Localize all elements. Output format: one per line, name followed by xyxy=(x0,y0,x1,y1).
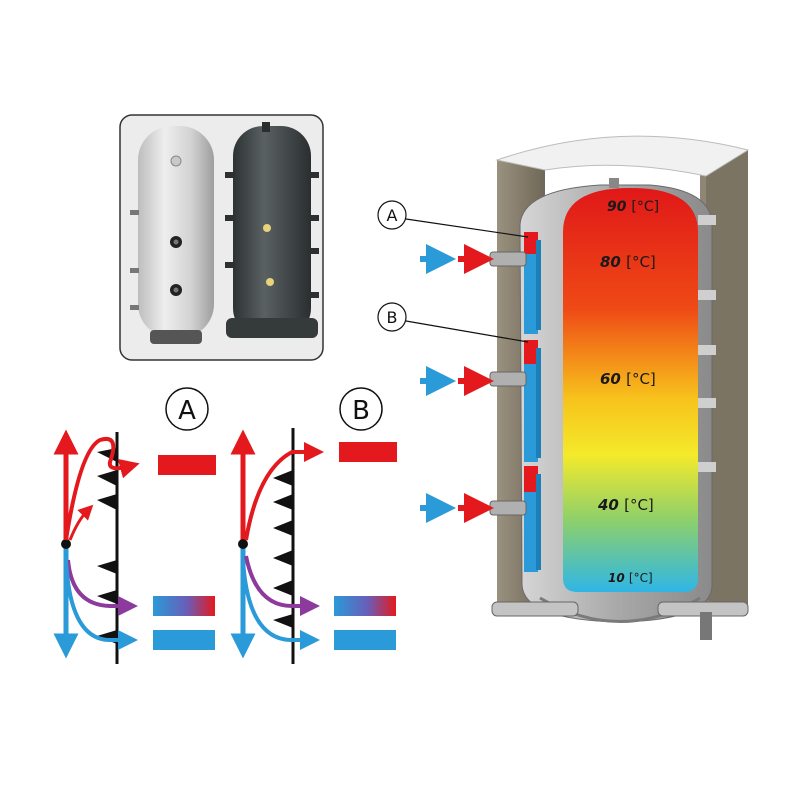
nozzle-bottom xyxy=(489,500,527,516)
schematic-b: B xyxy=(230,387,397,664)
temp-label-90: 90 [°C] xyxy=(607,199,659,215)
stratification-tube-b xyxy=(524,340,541,462)
svg-text:B: B xyxy=(387,308,398,327)
stratification-tube-a xyxy=(524,232,541,334)
temperature-labels: 90 [°C] 80 [°C] 60 [°C] 40 [°C] 10 [°C] xyxy=(597,199,659,585)
schematic-a: A xyxy=(53,387,216,664)
callout-a: A xyxy=(377,200,529,238)
callout-b: B xyxy=(377,302,529,343)
svg-text:A: A xyxy=(387,206,398,225)
temp-label-40: 40 [°C] xyxy=(597,496,654,514)
temp-label-60: 60 [°C] xyxy=(600,370,656,388)
dark-tank-photo xyxy=(225,122,319,338)
stratification-tube-c xyxy=(524,466,541,572)
nozzle-top xyxy=(489,251,527,267)
temperature-gradient-column xyxy=(563,188,698,592)
cutaway-tank xyxy=(489,135,750,640)
white-tank-photo xyxy=(130,126,214,344)
svg-text:A: A xyxy=(178,396,196,426)
temp-label-10: 10 [°C] xyxy=(608,571,653,585)
temp-label-80: 80 [°C] xyxy=(600,253,656,271)
nozzle-middle xyxy=(489,371,527,387)
svg-text:B: B xyxy=(352,396,370,426)
inflow-arrows xyxy=(420,244,494,523)
product-photo-inset xyxy=(119,114,324,361)
